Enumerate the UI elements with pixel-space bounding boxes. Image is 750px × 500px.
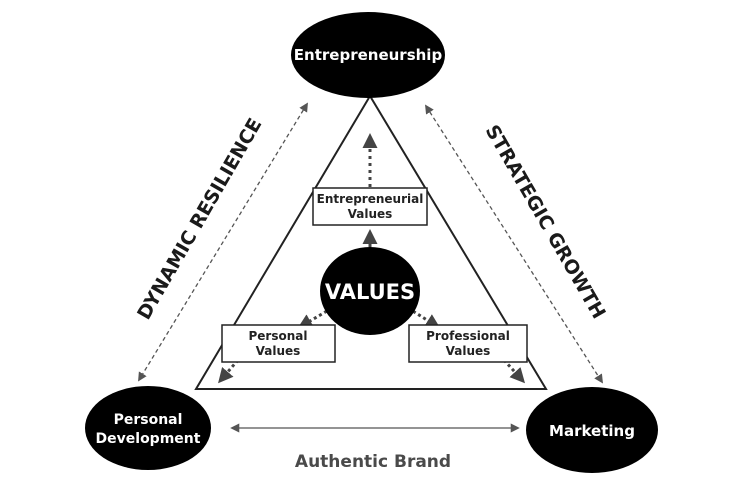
box-professional-values-line1: Professional: [426, 329, 510, 343]
node-personal-development-line1: Personal: [114, 412, 183, 428]
edge-label-authentic-brand: Authentic Brand: [295, 452, 451, 472]
box-personal-values-line2: Values: [256, 344, 301, 358]
right-edge-arrow: [425, 104, 603, 384]
node-entrepreneurship: Entrepreneurship: [291, 12, 445, 98]
edge-label-strategic-growth: STRATEGIC GROWTH: [481, 121, 610, 322]
arrow-personal-down: [218, 359, 240, 384]
box-professional-values-line2: Values: [446, 344, 491, 358]
node-values: VALUES: [320, 247, 420, 335]
left-edge-arrow: [138, 102, 308, 382]
node-marketing: Marketing: [526, 387, 658, 473]
edge-label-dynamic-resilience: DYNAMIC RESILIENCE: [133, 114, 266, 323]
box-entrepreneurial-values: Entrepreneurial Values: [312, 187, 428, 226]
node-entrepreneurship-label: Entrepreneurship: [294, 46, 443, 64]
box-personal-values: Personal Values: [221, 324, 336, 363]
node-personal-development: Personal Development: [85, 386, 211, 470]
box-professional-values: Professional Values: [408, 324, 528, 363]
node-personal-development-line2: Development: [96, 431, 201, 447]
box-personal-values-line1: Personal: [249, 329, 308, 343]
box-entrepreneurial-values-line2: Values: [348, 207, 393, 221]
node-marketing-label: Marketing: [549, 422, 635, 440]
node-values-label: VALUES: [325, 280, 415, 304]
box-entrepreneurial-values-line1: Entrepreneurial: [317, 192, 424, 206]
arrow-professional-down: [502, 358, 526, 384]
